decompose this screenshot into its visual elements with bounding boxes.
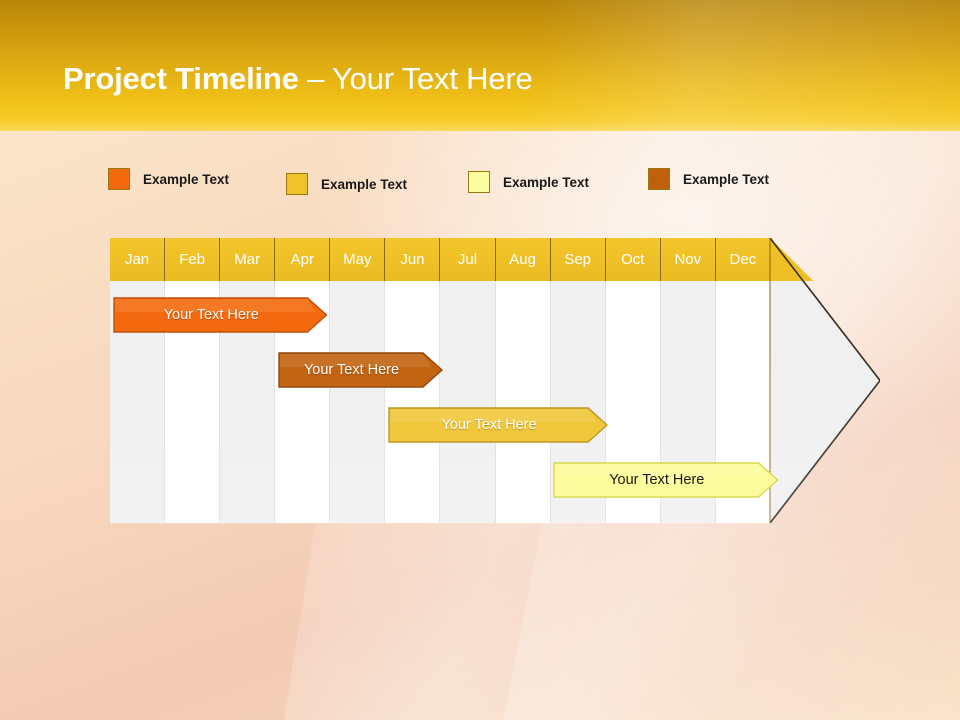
month-header-cell[interactable]: Sep bbox=[550, 238, 606, 281]
legend-item-label: Example Text bbox=[503, 174, 590, 190]
month-header-cell[interactable]: Feb bbox=[165, 238, 221, 281]
page-title: Project Timeline – Your Text Here bbox=[63, 59, 533, 99]
legend-item: Example Text bbox=[108, 168, 229, 190]
month-header-cell[interactable]: Jan bbox=[110, 238, 166, 281]
month-column bbox=[385, 281, 441, 523]
month-header-cell[interactable]: Jun bbox=[385, 238, 441, 281]
month-header-cell[interactable]: Jul bbox=[440, 238, 496, 281]
month-header-cell[interactable]: Aug bbox=[495, 238, 551, 281]
month-header-cell[interactable]: Dec bbox=[715, 238, 770, 281]
page-title-regular: – Your Text Here bbox=[298, 61, 533, 96]
month-column bbox=[440, 281, 496, 523]
month-column bbox=[330, 281, 386, 523]
legend-item-label: Example Text bbox=[683, 171, 770, 187]
month-column bbox=[495, 281, 551, 523]
task-bar-arrow-icon bbox=[388, 407, 608, 443]
legend-swatch-orange bbox=[108, 168, 130, 190]
task-bar-arrow-icon bbox=[278, 352, 443, 388]
page-title-bold: Project Timeline bbox=[63, 61, 299, 96]
task-bar-label: Your Text Here bbox=[441, 417, 537, 433]
month-header-cell[interactable]: May bbox=[330, 238, 386, 281]
month-header-cell[interactable]: Nov bbox=[660, 238, 716, 281]
task-bar[interactable]: Your Text Here bbox=[553, 462, 779, 498]
task-bar-label: Your Text Here bbox=[163, 307, 259, 323]
month-header-cell[interactable]: Apr bbox=[275, 238, 331, 281]
task-bar-arrow-icon bbox=[553, 462, 779, 498]
month-header-cell[interactable]: Oct bbox=[605, 238, 661, 281]
task-bar-label: Your Text Here bbox=[303, 362, 400, 378]
legend-item: Example Text bbox=[286, 173, 407, 195]
legend: Example Text Example Text Example Text Exam… bbox=[108, 168, 868, 198]
legend-item-label: Example Text bbox=[321, 176, 408, 192]
legend-swatch-brown bbox=[648, 168, 670, 190]
task-bar[interactable]: Your Text Here bbox=[388, 407, 608, 443]
legend-swatch-pale-yellow bbox=[468, 171, 490, 193]
legend-item-label: Example Text bbox=[143, 171, 230, 187]
legend-item: Example Text bbox=[468, 171, 589, 193]
legend-swatch-gold bbox=[286, 173, 308, 195]
task-bar-label: Your Text Here bbox=[609, 472, 705, 488]
task-bar-arrow-icon bbox=[113, 297, 328, 333]
task-bar[interactable]: Your Text Here bbox=[278, 352, 443, 388]
task-bar[interactable]: Your Text Here bbox=[113, 297, 328, 333]
month-header-cell[interactable]: Mar bbox=[220, 238, 276, 281]
legend-item: Example Text bbox=[648, 168, 769, 190]
